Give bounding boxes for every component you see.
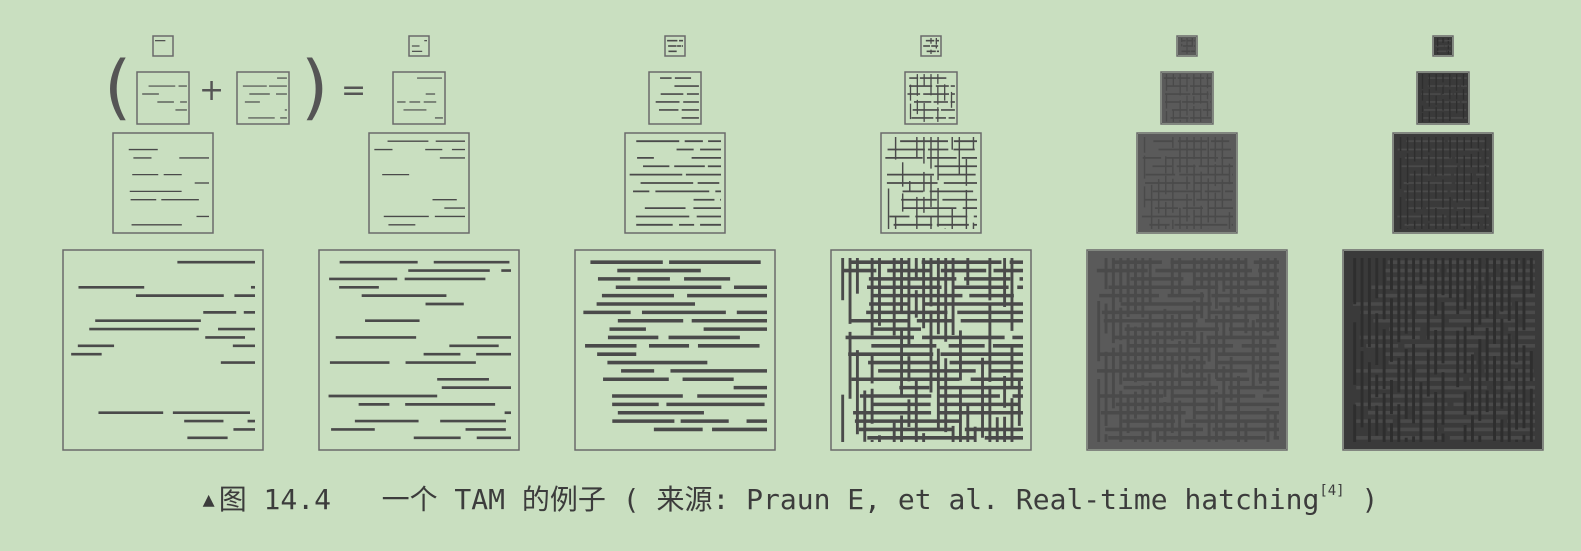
tam-tile-level-2-col-2 [368,132,470,234]
tam-tile-level-3-col-6 [1342,249,1544,451]
tam-tile-level-0-col-5 [1176,35,1198,57]
figure-caption: ▲图 14.4 一个 TAM 的例子 ( 来源: Praun E, et al.… [0,478,1581,518]
caption-text: 一个 TAM 的例子 ( 来源: Praun E, et al. Real-ti… [381,483,1320,516]
tam-tile-level-0-col-6 [1432,35,1454,57]
tam-tile-level-0-col-3 [664,35,686,57]
equation-addend-tile [236,71,290,125]
tam-tile-level-1-col-3 [648,71,702,125]
open-paren: ( [104,46,132,128]
tam-tile-level-2-col-6 [1392,132,1494,234]
plus-sign: + [199,73,225,108]
tam-tile-level-3-col-4 [830,249,1032,451]
tam-tile-level-1-col-4 [904,71,958,125]
equals-sign: = [341,73,367,108]
tam-tile-level-3-col-3 [574,249,776,451]
caption-marker: ▲ [202,487,215,511]
close-paren: ) [301,46,329,128]
caption-label: 图 14.4 [218,483,331,516]
tam-tile-level-2-col-1 [112,132,214,234]
tam-tile-level-1-col-5 [1160,71,1214,125]
tam-tile-level-3-col-2 [318,249,520,451]
tam-tile-level-2-col-3 [624,132,726,234]
tam-tile-level-0-col-2 [408,35,430,57]
tam-tile-level-3-col-5 [1086,249,1288,451]
tam-tile-level-0-col-1 [152,35,174,57]
tam-tile-level-1-col-2 [392,71,446,125]
tam-tile-level-2-col-4 [880,132,982,234]
tam-tile-level-2-col-5 [1136,132,1238,234]
caption-reference: [4] [1319,483,1345,499]
tam-tile-level-3-col-1 [62,249,264,451]
tam-tile-level-1-col-1 [136,71,190,125]
caption-close: ) [1344,483,1379,516]
tam-tile-level-1-col-6 [1416,71,1470,125]
tam-tile-level-0-col-4 [920,35,942,57]
